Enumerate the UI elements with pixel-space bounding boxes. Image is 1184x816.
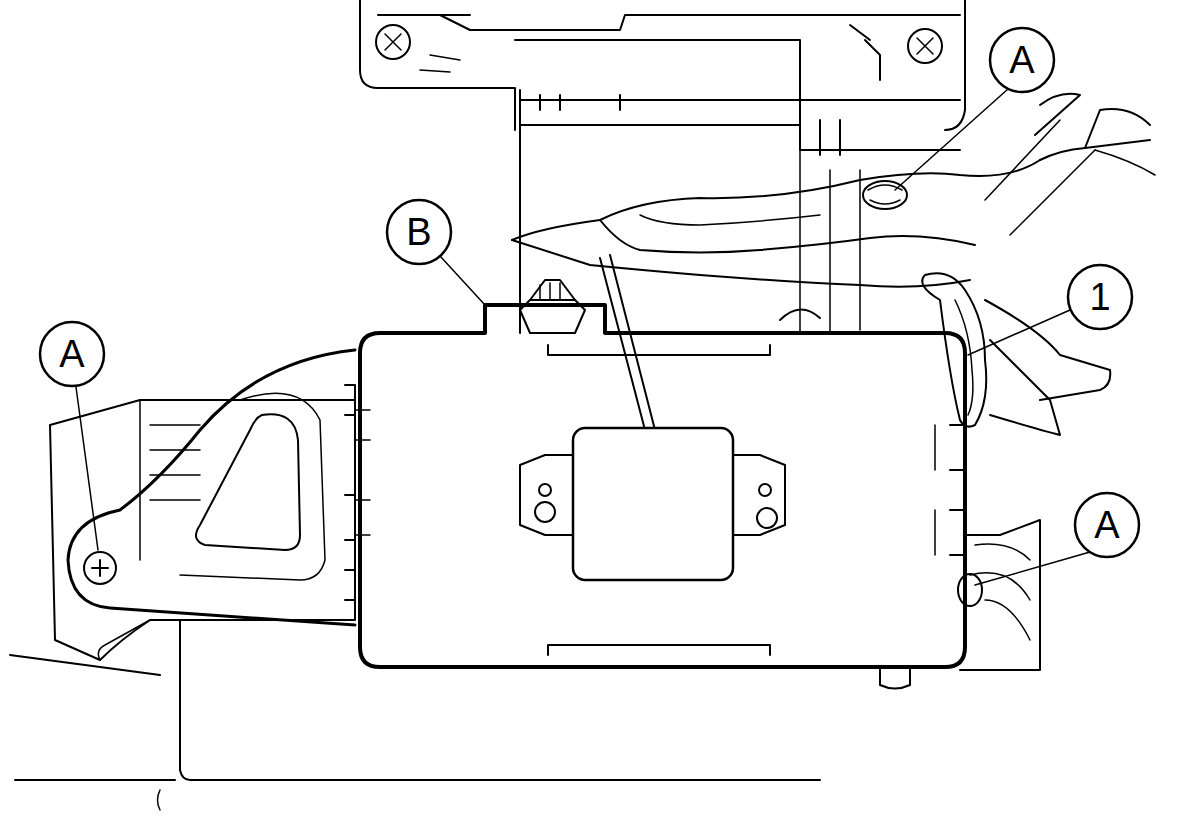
callout-letter: A xyxy=(997,35,1047,85)
callout-letter: 1 xyxy=(1075,272,1125,322)
callout-letter: A xyxy=(47,329,97,379)
callout-letter: A xyxy=(1082,500,1132,550)
callout-letter: B xyxy=(394,207,444,257)
